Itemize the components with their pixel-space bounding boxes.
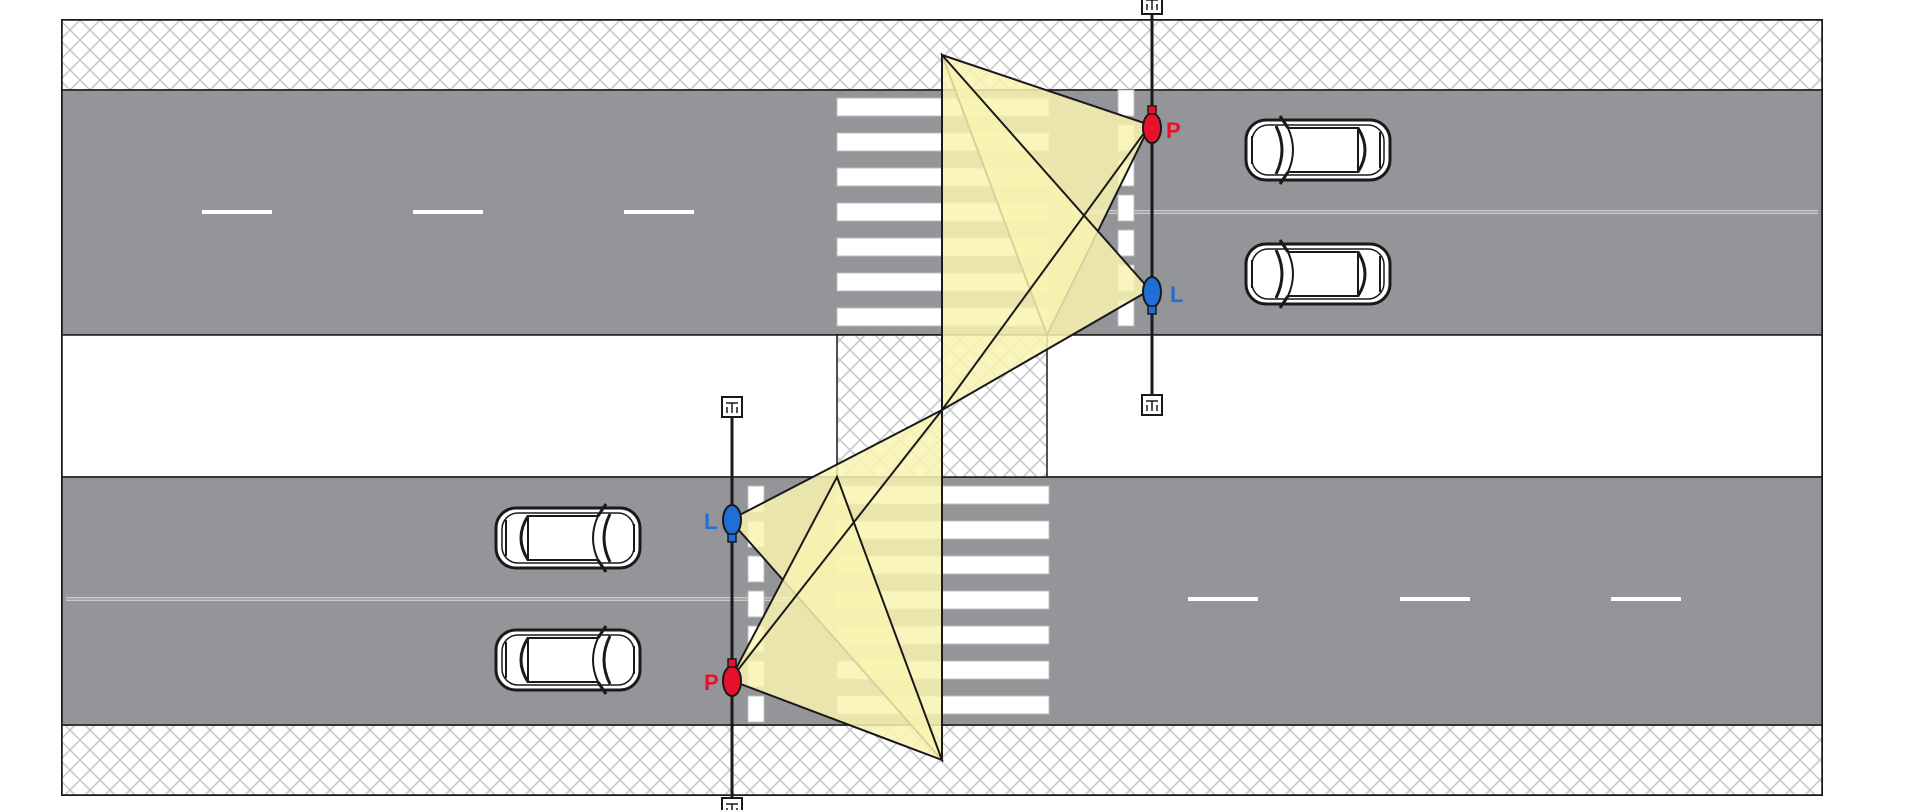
car-icon xyxy=(1244,238,1392,310)
stop-block xyxy=(747,555,765,583)
car-icon xyxy=(1244,114,1392,186)
pole-base-icon xyxy=(721,797,743,810)
light-cone-bottom-primary xyxy=(728,474,944,762)
pole-base-icon xyxy=(721,396,743,418)
stop-block xyxy=(1117,194,1135,222)
lamp-label-p: P xyxy=(704,670,719,695)
lamp-label-p: P xyxy=(1166,118,1181,143)
stop-block xyxy=(747,695,765,723)
pole-base-icon xyxy=(1141,0,1163,15)
pole-base-icon xyxy=(1141,394,1163,416)
lamp-post-bottom-left: L P xyxy=(704,396,743,810)
car-icon xyxy=(494,502,642,574)
stop-block xyxy=(1117,229,1135,257)
lamp-label-l: L xyxy=(704,509,717,534)
stop-block xyxy=(1117,89,1135,117)
stop-block xyxy=(747,590,765,618)
car-icon xyxy=(494,624,642,696)
lamp-post-top-right: P L xyxy=(1141,0,1183,416)
light-cones xyxy=(728,52,1152,763)
lamp-label-l: L xyxy=(1170,282,1183,307)
